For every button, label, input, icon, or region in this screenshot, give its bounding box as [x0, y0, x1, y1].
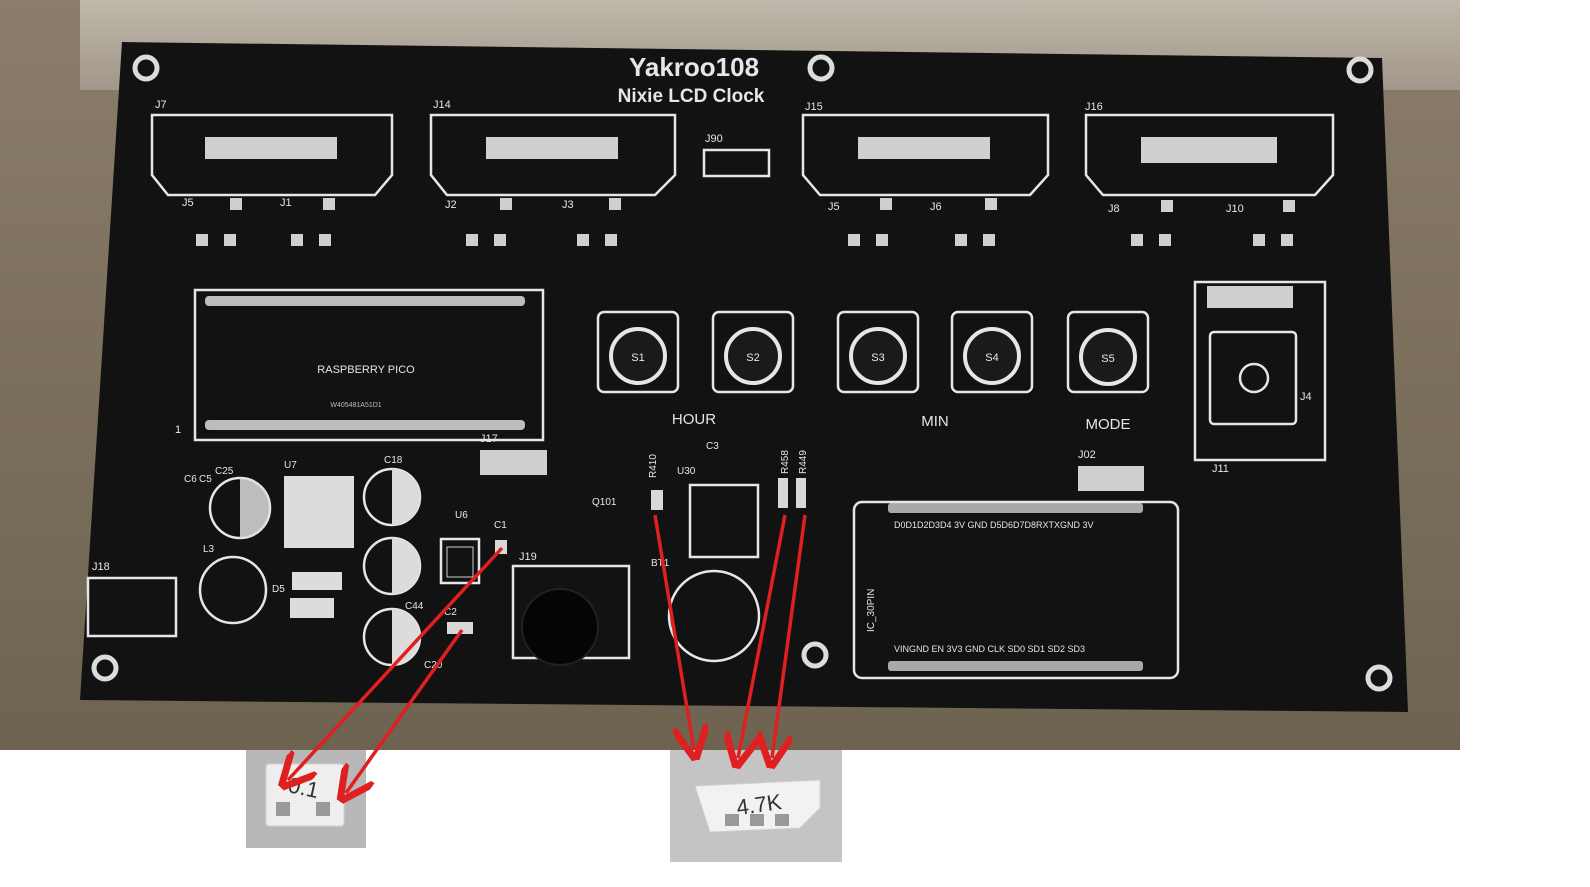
label-j1: J1 [280, 197, 292, 209]
mode-label: MODE [1086, 416, 1131, 433]
pico-code: W405481A51D1 [330, 402, 381, 409]
label-l3: L3 [203, 544, 215, 555]
label-c2: C2 [444, 607, 457, 618]
label-j18: J18 [92, 561, 110, 573]
label-bt1: BT1 [651, 558, 670, 569]
label-u7: U7 [284, 460, 297, 471]
label-d5: D5 [272, 584, 285, 595]
ic30-pins-top: D0D1D2D3D4 3V GND D5D6D7D8RXTXGND 3V [894, 520, 1094, 530]
label-j3: J3 [562, 199, 574, 211]
label-c6: C6 [184, 474, 197, 485]
label-j8: J8 [1108, 203, 1120, 215]
label-j6: J6 [930, 201, 942, 213]
label-c20: C20 [424, 660, 443, 671]
resistor-callout: 4.7K [670, 750, 842, 862]
label-j7: J7 [155, 99, 167, 111]
label-r449: R449 [798, 450, 809, 474]
label-j16: J16 [1085, 101, 1103, 113]
label-j02: J02 [1078, 449, 1096, 461]
buzzer [521, 588, 599, 666]
label-c44: C44 [405, 601, 424, 612]
label-j19: J19 [519, 551, 537, 563]
capacitor-callout: 0.1 [246, 750, 366, 848]
label-c5: C5 [199, 474, 212, 485]
button-s2-label: S2 [746, 352, 759, 364]
button-s3-label: S3 [871, 352, 884, 364]
label-j11: J11 [1212, 463, 1229, 475]
ic30-pins-bottom: VINGND EN 3V3 GND CLK SD0 SD1 SD2 SD3 [894, 644, 1085, 654]
label-j5a: J5 [182, 197, 194, 209]
board-subtitle: Nixie LCD Clock [618, 86, 765, 107]
label-r410: R410 [648, 454, 659, 478]
label-r458: R458 [780, 450, 791, 474]
pcb-photo: Yakroo108 Nixie LCD Clock J7 J14 J90 J15… [0, 0, 1460, 750]
pico-pin-one: 1 [175, 424, 181, 436]
label-j90: J90 [705, 133, 723, 145]
label-q101: Q101 [592, 497, 617, 508]
board-title: Yakroo108 [629, 52, 759, 82]
hour-label: HOUR [672, 411, 716, 428]
label-u30: U30 [677, 466, 696, 477]
ic30-label: IC_30PIN [866, 589, 877, 632]
label-j14: J14 [433, 99, 451, 111]
label-j2: J2 [445, 199, 457, 211]
label-j15: J15 [805, 101, 823, 113]
label-c1: C1 [494, 520, 507, 531]
label-c3: C3 [706, 441, 719, 452]
label-j10: J10 [1226, 203, 1244, 215]
pcb-svg: Yakroo108 Nixie LCD Clock J7 J14 J90 J15… [80, 42, 1408, 712]
pico-label: RASPBERRY PICO [317, 364, 415, 376]
label-c18: C18 [384, 455, 403, 466]
min-label: MIN [921, 413, 949, 430]
button-footprints [596, 310, 1150, 394]
label-u6: U6 [455, 510, 468, 521]
button-s1-label: S1 [631, 352, 644, 364]
label-c25: C25 [215, 466, 234, 477]
label-j4: J4 [1300, 391, 1312, 403]
label-j5b: J5 [828, 201, 840, 213]
button-s5-label: S5 [1101, 353, 1114, 365]
button-s4-label: S4 [985, 352, 998, 364]
